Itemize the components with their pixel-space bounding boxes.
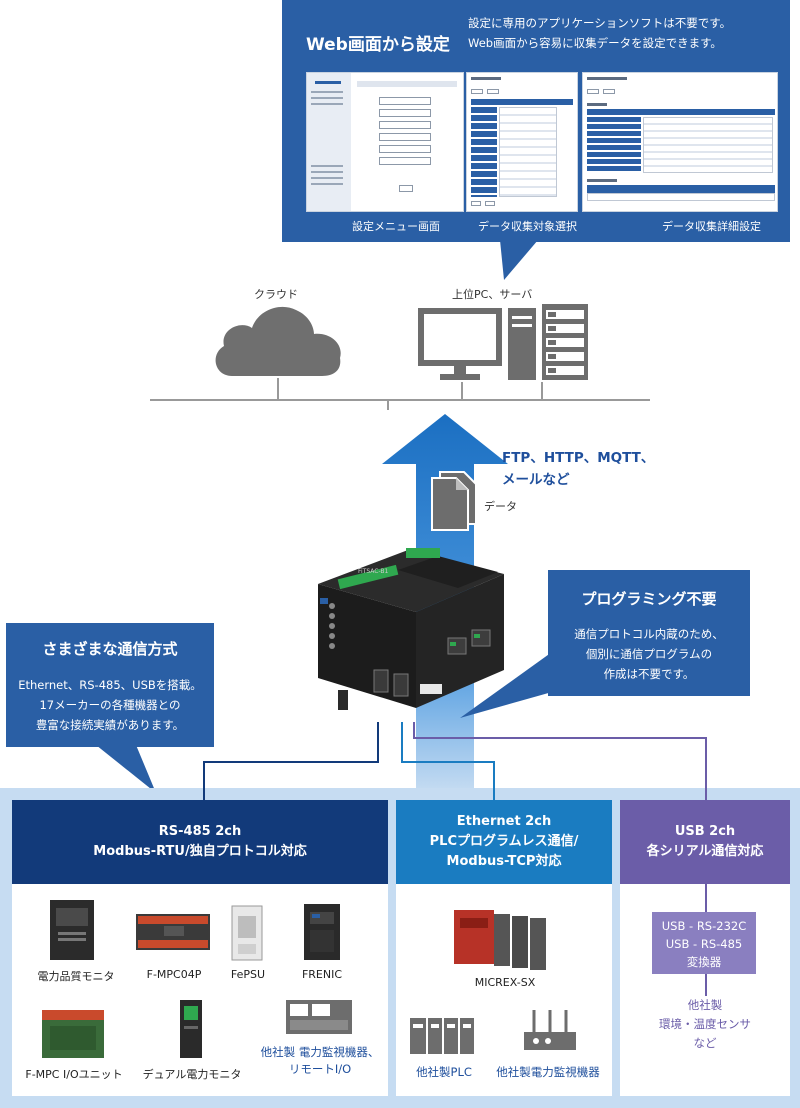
device-micrex-sx: MICREX-SX xyxy=(474,976,536,989)
other-power-monitor-line2: リモートI/O xyxy=(288,1062,352,1076)
device-power-quality-monitor: 電力品質モニタ xyxy=(37,970,115,983)
data-target-screenshot xyxy=(466,72,578,212)
web-panel-desc-line1: 設定に専用のアプリケーションソフトは不要です。 xyxy=(468,16,732,30)
caption-data-detail: データ収集詳細設定 xyxy=(662,220,761,233)
usb-sensor-line2: 環境・温度センサ xyxy=(659,1017,751,1031)
callout-no-programming-tail xyxy=(460,652,552,718)
power-quality-monitor-image xyxy=(50,900,94,960)
usb-sensor-label: 他社製 環境・温度センサ など xyxy=(622,996,788,1053)
usb-sensor-line3: など xyxy=(693,1036,717,1050)
callout-communication: さまざまな通信方式 Ethernet、RS-485、USBを搭載。 17メーカー… xyxy=(6,623,214,747)
web-panel-desc-line2: Web画面から容易に収集データを設定できます。 xyxy=(468,36,722,50)
fmpc04p-image xyxy=(136,914,210,950)
rs485-head-line1: RS-485 2ch xyxy=(158,824,242,839)
cloud-icon xyxy=(215,306,341,376)
device-frenic: FRENIC xyxy=(301,968,343,981)
data-label: データ xyxy=(484,500,517,513)
usb-converter-line xyxy=(705,974,707,996)
pc-server-icon xyxy=(418,304,588,380)
callout-communication-line1: Ethernet、RS-485、USBを搭載。 xyxy=(18,678,202,692)
ethernet-head-line1: Ethernet 2ch xyxy=(456,814,552,829)
fepsu-image xyxy=(231,905,263,961)
ethernet-head-line2: PLCプログラムレス通信/ xyxy=(429,834,579,849)
ethernet-header: Ethernet 2ch PLCプログラムレス通信/ Modbus-TCP対応 xyxy=(396,800,612,884)
other-plc-icon xyxy=(410,1018,474,1054)
web-panel-description: 設定に専用のアプリケーションソフトは不要です。 Web画面から容易に収集データを… xyxy=(468,13,731,53)
usb-converter-line2: USB - RS-485 xyxy=(665,937,743,951)
data-detail-screenshot xyxy=(582,72,778,212)
fitsac-device-image xyxy=(318,548,504,710)
other-plc-label: 他社製PLC xyxy=(416,1065,472,1079)
callout-no-programming-line2: 個別に通信プログラムの xyxy=(585,647,713,661)
other-power-device-icon xyxy=(524,1010,576,1050)
callout-no-programming-line3: 作成は不要です。 xyxy=(603,667,695,681)
ethernet-head-line3: Modbus-TCP対応 xyxy=(446,854,562,869)
web-panel-title: Web画面から設定 xyxy=(306,35,450,55)
device-fepsu: FePSU xyxy=(230,968,266,981)
caption-data-target: データ収集対象選択 xyxy=(478,220,577,233)
frenic-image xyxy=(304,904,340,960)
micrex-sx-image xyxy=(454,910,546,970)
web-panel-callout-tail xyxy=(500,240,538,280)
other-power-monitor-label: 他社製 電力監視機器、 リモートI/O xyxy=(252,1044,388,1078)
usb-connector-line xyxy=(705,884,707,914)
callout-communication-body: Ethernet、RS-485、USBを搭載。 17メーカーの各種機器との 豊富… xyxy=(6,675,214,735)
protocols-line2: メールなど xyxy=(502,472,570,488)
device-dual-power-monitor: デュアル電力モニタ xyxy=(142,1068,242,1081)
usb-sensor-line1: 他社製 xyxy=(687,998,723,1012)
cloud-label: クラウド xyxy=(254,288,298,301)
callout-communication-line3: 豊富な接続実績があります。 xyxy=(35,718,185,732)
device-fmpc04p: F-MPC04P xyxy=(146,968,202,981)
usb-head-line2: 各シリアル通信対応 xyxy=(646,844,764,859)
rs485-head-line2: Modbus-RTU/独自プロトコル対応 xyxy=(93,844,307,859)
callout-communication-heading: さまざまな通信方式 xyxy=(42,640,178,658)
web-settings-panel: Web画面から設定 設定に専用のアプリケーションソフトは不要です。 Web画面か… xyxy=(282,0,790,242)
callout-communication-line2: 17メーカーの各種機器との xyxy=(39,698,181,712)
callout-no-programming-body: 通信プロトコル内蔵のため、 個別に通信プログラムの 作成は不要です。 xyxy=(548,624,750,684)
caption-settings-menu: 設定メニュー画面 xyxy=(352,220,440,233)
protocols-label: FTP、HTTP、MQTT、 メールなど xyxy=(502,447,654,491)
callout-no-programming: プログラミング不要 通信プロトコル内蔵のため、 個別に通信プログラムの 作成は不… xyxy=(548,570,750,696)
settings-menu-screenshot xyxy=(306,72,464,212)
callout-no-programming-heading: プログラミング不要 xyxy=(581,590,717,608)
other-power-monitor-icon xyxy=(286,1000,352,1034)
document-icon xyxy=(431,471,477,531)
usb-head-line1: USB 2ch xyxy=(674,824,736,839)
usb-header: USB 2ch 各シリアル通信対応 xyxy=(620,800,790,884)
usb-converter-line3: 変換器 xyxy=(686,955,722,969)
callout-communication-tail xyxy=(96,745,156,793)
device-model-label: FiTSAC-B1 xyxy=(358,568,389,575)
device-fmpc-io-unit: F-MPC I/Oユニット xyxy=(25,1068,123,1081)
rs485-header: RS-485 2ch Modbus-RTU/独自プロトコル対応 xyxy=(12,800,388,884)
callout-no-programming-line1: 通信プロトコル内蔵のため、 xyxy=(574,627,724,641)
network-line xyxy=(150,378,650,410)
usb-converter-box: USB - RS-232C USB - RS-485 変換器 xyxy=(652,912,756,974)
server-label: 上位PC、サーバ xyxy=(452,288,533,301)
fmpc-io-unit-image xyxy=(42,1010,104,1058)
dual-power-monitor-image xyxy=(180,1000,202,1058)
connection-lines xyxy=(203,722,707,800)
usb-converter-line1: USB - RS-232C xyxy=(661,919,747,933)
protocols-line1: FTP、HTTP、MQTT、 xyxy=(502,450,655,466)
other-power-device-label: 他社製電力監視機器 xyxy=(496,1065,600,1079)
other-power-monitor-line1: 他社製 電力監視機器、 xyxy=(260,1045,380,1059)
